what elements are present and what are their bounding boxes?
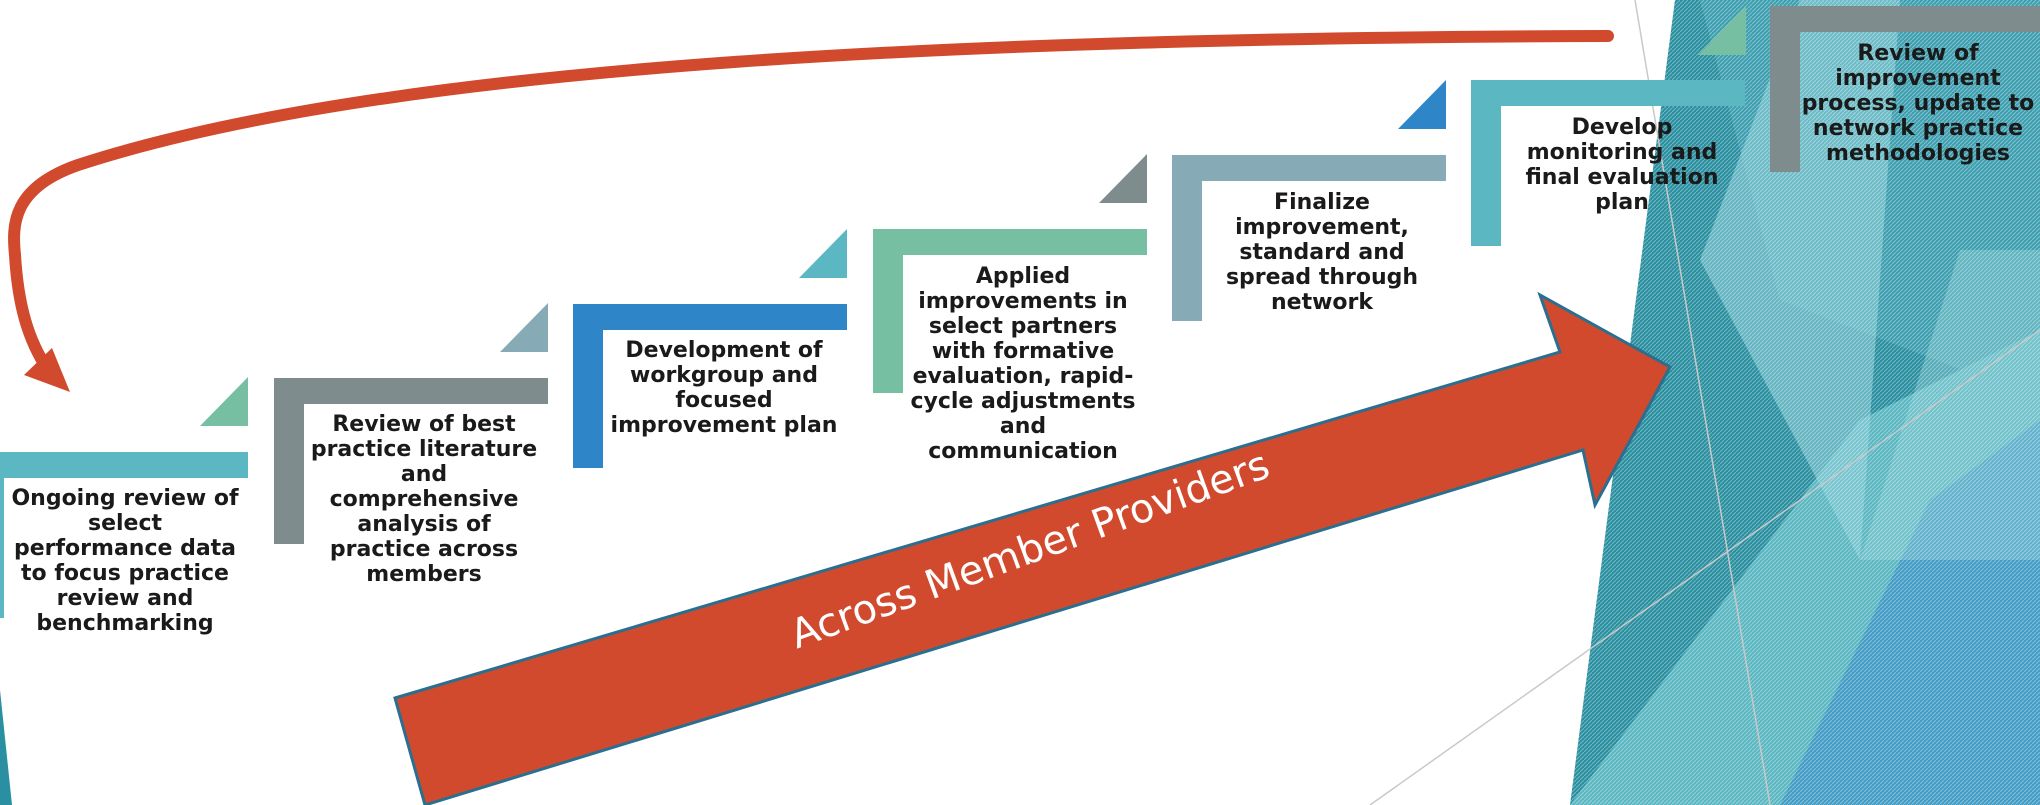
loop-arrowhead [24,348,70,392]
loop-arrow [8,30,1614,376]
step-2-bracket [274,303,548,544]
step-1-text: Ongoing review of select performance dat… [11,486,239,636]
progress-arrow [393,291,1673,805]
step-1-bracket [0,377,248,618]
step-3-bracket [573,229,847,468]
step-6-bracket [1471,6,1746,246]
step-4-text: Applied improvements in select partners … [910,264,1136,464]
step-5-text: Finalize improvement, standard and sprea… [1225,190,1419,315]
step-3-text: Development of workgroup and focused imp… [610,338,838,438]
step-7-bracket [1770,6,2040,172]
step-5-bracket [1172,80,1446,321]
step-7-text: Review of improvement process, update to… [1801,41,2035,166]
step-2-text: Review of best practice literature and c… [310,412,538,587]
step-6-text: Develop monitoring and final evaluation … [1525,115,1719,215]
step-4-bracket [873,154,1147,393]
